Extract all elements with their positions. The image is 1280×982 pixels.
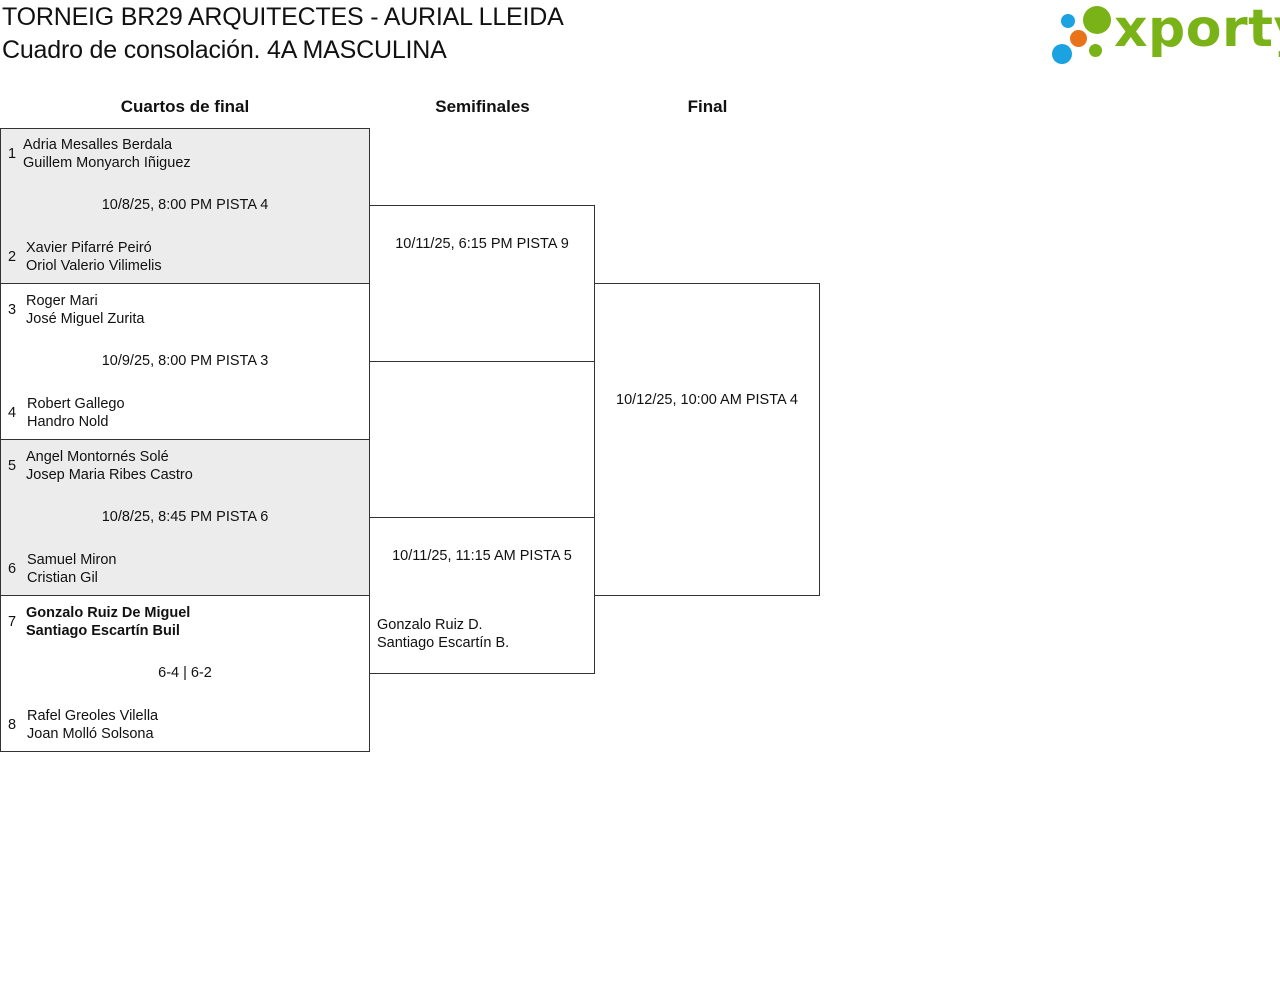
team-2[interactable]: Xavier Pifarré Peiró Oriol Valerio Vilim… xyxy=(26,239,162,275)
semifinal-match-1[interactable]: 10/11/25, 6:15 PM PISTA 9 xyxy=(369,205,595,362)
tournament-title: TORNEIG BR29 ARQUITECTES - AURIAL LLEIDA xyxy=(2,3,564,31)
player-name: Gonzalo Ruiz De Miguel xyxy=(26,605,191,621)
player-name: Guillem Monyarch Iñiguez xyxy=(23,155,191,171)
match-schedule: 10/8/25, 8:45 PM PISTA 6 xyxy=(101,509,269,525)
match-schedule: 10/9/25, 8:00 PM PISTA 3 xyxy=(101,353,269,369)
player-name: Rafel Greoles Vilella xyxy=(27,708,159,724)
seed-number: 7 xyxy=(8,614,17,630)
player-name: Samuel Miron xyxy=(27,552,117,568)
player-name: Santiago Escartín Buil xyxy=(26,623,180,639)
team-1[interactable]: Adria Mesalles Berdala Guillem Monyarch … xyxy=(23,136,191,172)
player-name: Robert Gallego xyxy=(27,396,125,412)
logo-dot-orange-icon xyxy=(1070,30,1087,47)
quarterfinal-match-4[interactable]: 7 Gonzalo Ruiz De Miguel Santiago Escart… xyxy=(0,595,370,752)
match-schedule: 10/12/25, 10:00 AM PISTA 4 xyxy=(616,392,798,408)
logo-wordmark: xporty xyxy=(1114,0,1280,59)
logo-dot-blue-small-icon xyxy=(1061,14,1075,28)
bracket-subtitle: Cuadro de consolación. 4A MASCULINA xyxy=(2,36,447,64)
player-name: Oriol Valerio Vilimelis xyxy=(26,258,162,274)
player-name: Josep Maria Ribes Castro xyxy=(26,467,193,483)
semifinal-match-2[interactable]: 10/11/25, 11:15 AM PISTA 5 Gonzalo Ruiz … xyxy=(369,517,595,674)
seed-number: 5 xyxy=(8,458,17,474)
player-name: Xavier Pifarré Peiró xyxy=(26,240,152,256)
player-name: Santiago Escartín B. xyxy=(377,635,510,651)
team-4[interactable]: Robert Gallego Handro Nold xyxy=(27,395,125,431)
team-6[interactable]: Samuel Miron Cristian Gil xyxy=(27,551,116,587)
team-5[interactable]: Angel Montornés Solé Josep Maria Ribes C… xyxy=(26,448,193,484)
round-header-quarterfinals: Cuartos de final xyxy=(120,97,250,116)
semifinal-team[interactable]: Gonzalo Ruiz D. Santiago Escartín B. xyxy=(377,616,509,652)
match-schedule: 10/11/25, 11:15 AM PISTA 5 xyxy=(392,548,572,564)
seed-number: 1 xyxy=(8,146,17,162)
player-name: Roger Mari xyxy=(26,293,98,309)
match-schedule: 10/11/25, 6:15 PM PISTA 9 xyxy=(395,236,569,252)
final-match[interactable]: 10/12/25, 10:00 AM PISTA 4 xyxy=(594,283,820,596)
quarterfinal-match-1[interactable]: 1 Adria Mesalles Berdala Guillem Monyarc… xyxy=(0,128,370,284)
seed-number: 4 xyxy=(8,405,17,421)
seed-number: 3 xyxy=(8,302,17,318)
quarterfinal-match-2[interactable]: 3 Roger Mari José Miguel Zurita 10/9/25,… xyxy=(0,283,370,440)
round-header-semifinals: Semifinales xyxy=(435,97,530,116)
seed-number: 8 xyxy=(8,717,17,733)
player-name: José Miguel Zurita xyxy=(26,311,145,327)
team-8[interactable]: Rafel Greoles Vilella Joan Molló Solsona xyxy=(27,707,158,743)
match-schedule: 10/8/25, 8:00 PM PISTA 4 xyxy=(101,197,269,213)
player-name: Angel Montornés Solé xyxy=(26,449,169,465)
match-score: 6-4 | 6-2 xyxy=(158,665,212,681)
quarterfinal-match-3[interactable]: 5 Angel Montornés Solé Josep Maria Ribes… xyxy=(0,439,370,596)
player-name: Joan Molló Solsona xyxy=(27,726,154,742)
team-7-winner[interactable]: Gonzalo Ruiz De Miguel Santiago Escartín… xyxy=(26,604,190,640)
logo-dot-blue-icon xyxy=(1052,44,1072,64)
seed-number: 2 xyxy=(8,249,17,265)
player-name: Handro Nold xyxy=(27,414,109,430)
player-name: Gonzalo Ruiz D. xyxy=(377,617,483,633)
logo-dot-green-icon xyxy=(1083,6,1111,34)
player-name: Adria Mesalles Berdala xyxy=(23,137,173,153)
team-3[interactable]: Roger Mari José Miguel Zurita xyxy=(26,292,144,328)
logo-dot-green-small-icon xyxy=(1089,44,1102,57)
xporty-logo: xporty xyxy=(1050,3,1280,68)
round-header-final: Final xyxy=(687,97,728,116)
player-name: Cristian Gil xyxy=(27,570,98,586)
seed-number: 6 xyxy=(8,561,17,577)
